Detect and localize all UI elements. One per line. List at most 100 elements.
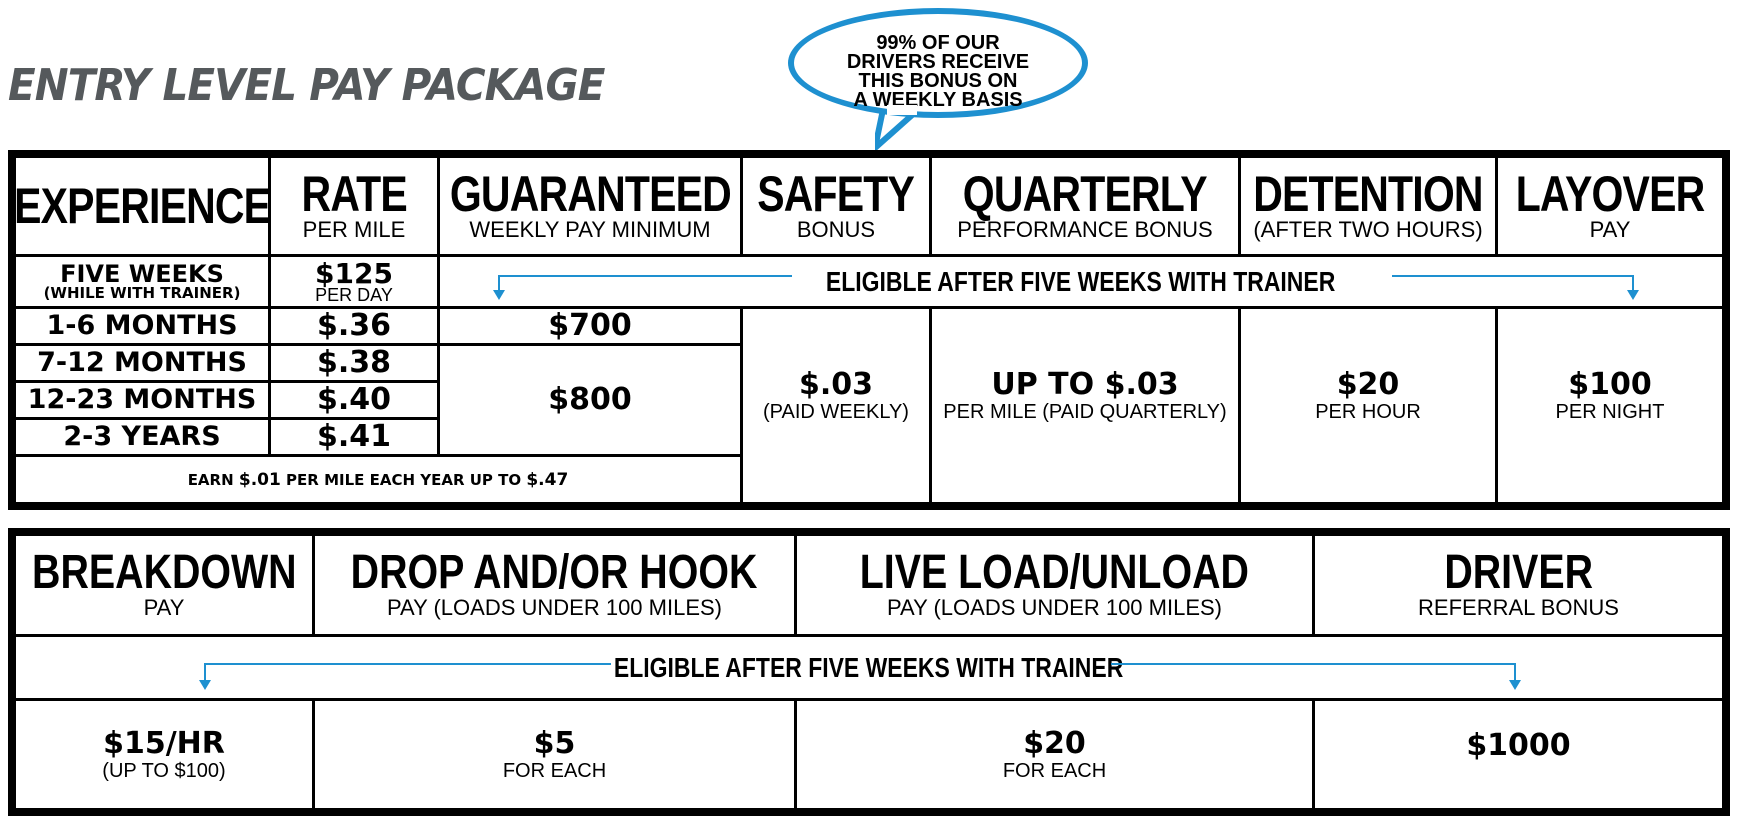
header-rate-sub: PER MILE [302, 217, 406, 242]
layover-value: $100 [1568, 366, 1652, 402]
live-load-sub: FOR EACH [1002, 759, 1107, 782]
drop-hook-sub: FOR EACH [502, 759, 607, 782]
header-live-load-label: LIVE LOAD/UNLOAD [859, 546, 1250, 599]
earn-v1: $.01 [238, 469, 281, 490]
row-label: 2-3 YEARS [63, 421, 221, 452]
quarterly-value-cell: UP TO $.03 PER MILE (PAID QUARTERLY) [929, 306, 1241, 505]
header-guaranteed-sub: WEEKLY PAY MINIMUM [469, 217, 711, 242]
row-label: 7-12 MONTHS [37, 347, 247, 378]
safety-value: $.03 [798, 366, 874, 402]
row-label: 1-6 MONTHS [46, 310, 238, 341]
header-quarterly: QUARTERLY PERFORMANCE BONUS [929, 155, 1241, 257]
header-layover-label: LAYOVER [1515, 166, 1706, 222]
header-safety-sub: BONUS [796, 217, 876, 242]
header-detention: DETENTION (AFTER TWO HOURS) [1238, 155, 1498, 257]
rate-value: $.40 [316, 382, 392, 417]
eligible-arrows-bottom [199, 663, 1521, 690]
guaranteed-value: $800 [548, 382, 632, 417]
header-rate-label: RATE [301, 166, 407, 222]
header-layover-sub: PAY [1589, 217, 1631, 242]
referral-value: $1000 [1466, 727, 1571, 763]
header-driver-sub: REFERRAL BONUS [1418, 595, 1619, 620]
earn-note: EARN $.01 PER MILE EACH YEAR UP TO $.47 [13, 454, 743, 505]
live-load-value: $20 [1023, 725, 1086, 761]
header-live-load: LIVE LOAD/UNLOAD PAY (LOADS UNDER 100 MI… [794, 533, 1315, 637]
layover-value-cell: $100 PER NIGHT [1495, 306, 1725, 505]
header-breakdown-label: BREAKDOWN [31, 546, 297, 599]
five-weeks-rate: $125 [315, 256, 393, 290]
referral-value-cell: $1000 [1312, 698, 1725, 811]
row-2-3-years: 2-3 YEARS [13, 417, 271, 457]
header-driver-label: DRIVER [1444, 546, 1593, 599]
pay-table-extra: BREAKDOWN PAY DROP AND/OR HOOK PAY (LOAD… [8, 528, 1730, 816]
header-rate: RATE PER MILE [268, 155, 440, 257]
header-drop-hook: DROP AND/OR HOOK PAY (LOADS UNDER 100 MI… [312, 533, 797, 637]
five-weeks-label: FIVE WEEKS [60, 260, 224, 288]
header-quarterly-sub: PERFORMANCE BONUS [957, 217, 1213, 242]
guaranteed-700: $700 [437, 306, 743, 346]
header-guaranteed-label: GUARANTEED [449, 166, 731, 222]
five-weeks-rate-sub: PER DAY [315, 284, 393, 305]
header-live-load-sub: PAY (LOADS UNDER 100 MILES) [887, 595, 1222, 620]
pay-table-main: EXPERIENCE RATE PER MILE GUARANTEED WEEK… [8, 150, 1730, 510]
earn-text: EARN $.01 PER MILE EACH YEAR UP TO $.47 [188, 470, 569, 490]
drop-hook-value-cell: $5 FOR EACH [312, 698, 797, 811]
safety-sub: (PAID WEEKLY) [763, 400, 909, 423]
row-12-23-months: 12-23 MONTHS [13, 380, 271, 420]
rate-1-6-months: $.36 [268, 306, 440, 346]
rate-value: $.36 [316, 308, 392, 343]
header-drop-hook-label: DROP AND/OR HOOK [351, 546, 758, 599]
header-breakdown-sub: PAY [143, 595, 185, 620]
earn-v2: $.47 [526, 469, 569, 490]
earn-pre: EARN [187, 470, 239, 489]
quarterly-sub: PER MILE (PAID QUARTERLY) [943, 400, 1227, 423]
rate-value: $.41 [316, 419, 392, 454]
detention-sub: PER HOUR [1315, 400, 1421, 423]
guaranteed-value: $700 [548, 308, 632, 343]
bubble-text-3: THIS BONUS ON [858, 70, 1018, 92]
bubble-tail-join [887, 105, 917, 115]
eligible-text-bottom: ELIGIBLE AFTER FIVE WEEKS WITH TRAINER [614, 651, 1124, 683]
bubble-pct: 99% [876, 32, 917, 54]
breakdown-value: $15/HR [103, 725, 225, 761]
row-five-weeks: FIVE WEEKS (WHILE WITH TRAINER) [13, 254, 271, 309]
page-title: ENTRY LEVEL PAY PACKAGE [8, 60, 605, 111]
header-layover: LAYOVER PAY [1495, 155, 1725, 257]
five-weeks-sublabel: (WHILE WITH TRAINER) [43, 284, 241, 302]
live-load-value-cell: $20 FOR EACH [794, 698, 1315, 811]
rate-2-3-years: $.41 [268, 417, 440, 457]
header-guaranteed: GUARANTEED WEEKLY PAY MINIMUM [437, 155, 743, 257]
drop-hook-value: $5 [533, 725, 576, 761]
quarterly-value: UP TO $.03 [991, 366, 1179, 402]
detention-value: $20 [1336, 366, 1400, 402]
bubble-text-2: DRIVERS RECEIVE [846, 51, 1030, 73]
bubble-text-1: OF OUR [916, 32, 1000, 54]
header-experience-label: EXPERIENCE [13, 178, 271, 234]
header-quarterly-label: QUARTERLY [963, 166, 1208, 222]
safety-value-cell: $.03 (PAID WEEKLY) [740, 306, 932, 505]
bubble-text-4: A WEEKLY BASIS [853, 89, 1023, 111]
row-label: 12-23 MONTHS [27, 384, 257, 415]
eligible-banner-top: ELIGIBLE AFTER FIVE WEEKS WITH TRAINER [437, 254, 1725, 309]
eligible-text-top: ELIGIBLE AFTER FIVE WEEKS WITH TRAINER [826, 265, 1336, 297]
rate-12-23-months: $.40 [268, 380, 440, 420]
guaranteed-800: $800 [437, 343, 743, 457]
layover-sub: PER NIGHT [1555, 400, 1665, 423]
header-drop-hook-sub: PAY (LOADS UNDER 100 MILES) [387, 595, 722, 620]
row-1-6-months: 1-6 MONTHS [13, 306, 271, 346]
header-safety-label: SAFETY [757, 166, 916, 222]
breakdown-sub: (UP TO $100) [102, 759, 226, 782]
header-safety: SAFETY BONUS [740, 155, 932, 257]
rate-value: $.38 [316, 345, 392, 380]
rate-five-weeks: $125 PER DAY [268, 254, 440, 309]
earn-mid: PER MILE EACH YEAR UP TO [280, 470, 527, 489]
rate-7-12-months: $.38 [268, 343, 440, 383]
header-driver-referral: DRIVER REFERRAL BONUS [1312, 533, 1725, 637]
header-detention-sub: (AFTER TWO HOURS) [1253, 217, 1483, 242]
header-detention-label: DETENTION [1253, 166, 1483, 222]
header-breakdown: BREAKDOWN PAY [13, 533, 315, 637]
header-experience: EXPERIENCE [13, 155, 271, 257]
eligible-arrows-top [493, 275, 1639, 300]
row-7-12-months: 7-12 MONTHS [13, 343, 271, 383]
breakdown-value-cell: $15/HR (UP TO $100) [13, 698, 315, 811]
